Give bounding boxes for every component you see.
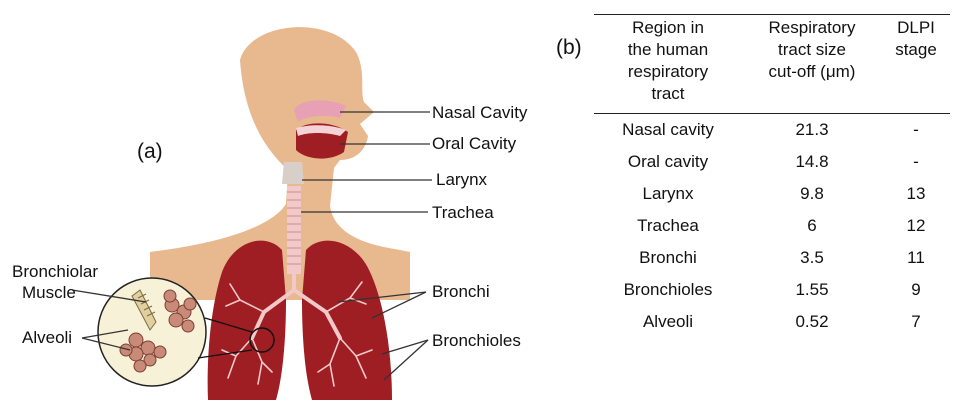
bronchiolar-label: Bronchiolar — [12, 262, 98, 282]
cutoff-cell: 1.55 — [742, 274, 882, 306]
cutoff-cell: 14.8 — [742, 146, 882, 178]
stage-cell: 11 — [882, 242, 950, 274]
stage-cell: 13 — [882, 178, 950, 210]
region-cell: Nasal cavity — [594, 114, 742, 147]
larynx-shape — [282, 162, 304, 184]
trachea-shape — [287, 186, 301, 274]
table-row: Nasal cavity 21.3 - — [594, 114, 950, 147]
panel-b-label: (b) — [556, 36, 582, 60]
respiratory-diagram: (a) Nasal Cavity Oral Cavity Larynx Trac… — [0, 0, 560, 405]
table-row: Alveoli 0.52 7 — [594, 306, 950, 338]
cutoff-cell: 3.5 — [742, 242, 882, 274]
nasal-cavity-label: Nasal Cavity — [432, 103, 527, 123]
stage-cell: 9 — [882, 274, 950, 306]
cutoff-cell: 6 — [742, 210, 882, 242]
table-row: Bronchioles 1.55 9 — [594, 274, 950, 306]
region-cell: Bronchioles — [594, 274, 742, 306]
panel-a-label: (a) — [137, 140, 163, 164]
table-row: Bronchi 3.5 11 — [594, 242, 950, 274]
stage-cell: - — [882, 114, 950, 147]
muscle-label: Muscle — [22, 283, 76, 303]
stage-cell: - — [882, 146, 950, 178]
region-cell: Oral cavity — [594, 146, 742, 178]
table-row: Trachea 6 12 — [594, 210, 950, 242]
larynx-label: Larynx — [436, 170, 487, 190]
cutoff-cell: 9.8 — [742, 178, 882, 210]
alveoli-label: Alveoli — [22, 328, 72, 348]
bronchioles-label: Bronchioles — [432, 331, 521, 351]
trachea-label: Trachea — [432, 203, 494, 223]
region-cell: Larynx — [594, 178, 742, 210]
bronchi-label: Bronchi — [432, 282, 490, 302]
region-cell: Trachea — [594, 210, 742, 242]
region-cell: Alveoli — [594, 306, 742, 338]
bronchioles-leader-2 — [384, 340, 428, 380]
cutoff-cell: 0.52 — [742, 306, 882, 338]
oral-cavity-label: Oral Cavity — [432, 134, 516, 154]
table-row: Oral cavity 14.8 - — [594, 146, 950, 178]
cutoff-cell: 21.3 — [742, 114, 882, 147]
region-cell: Bronchi — [594, 242, 742, 274]
stage-cell: 7 — [882, 306, 950, 338]
stage-cell: 12 — [882, 210, 950, 242]
table-row: Larynx 9.8 13 — [594, 178, 950, 210]
